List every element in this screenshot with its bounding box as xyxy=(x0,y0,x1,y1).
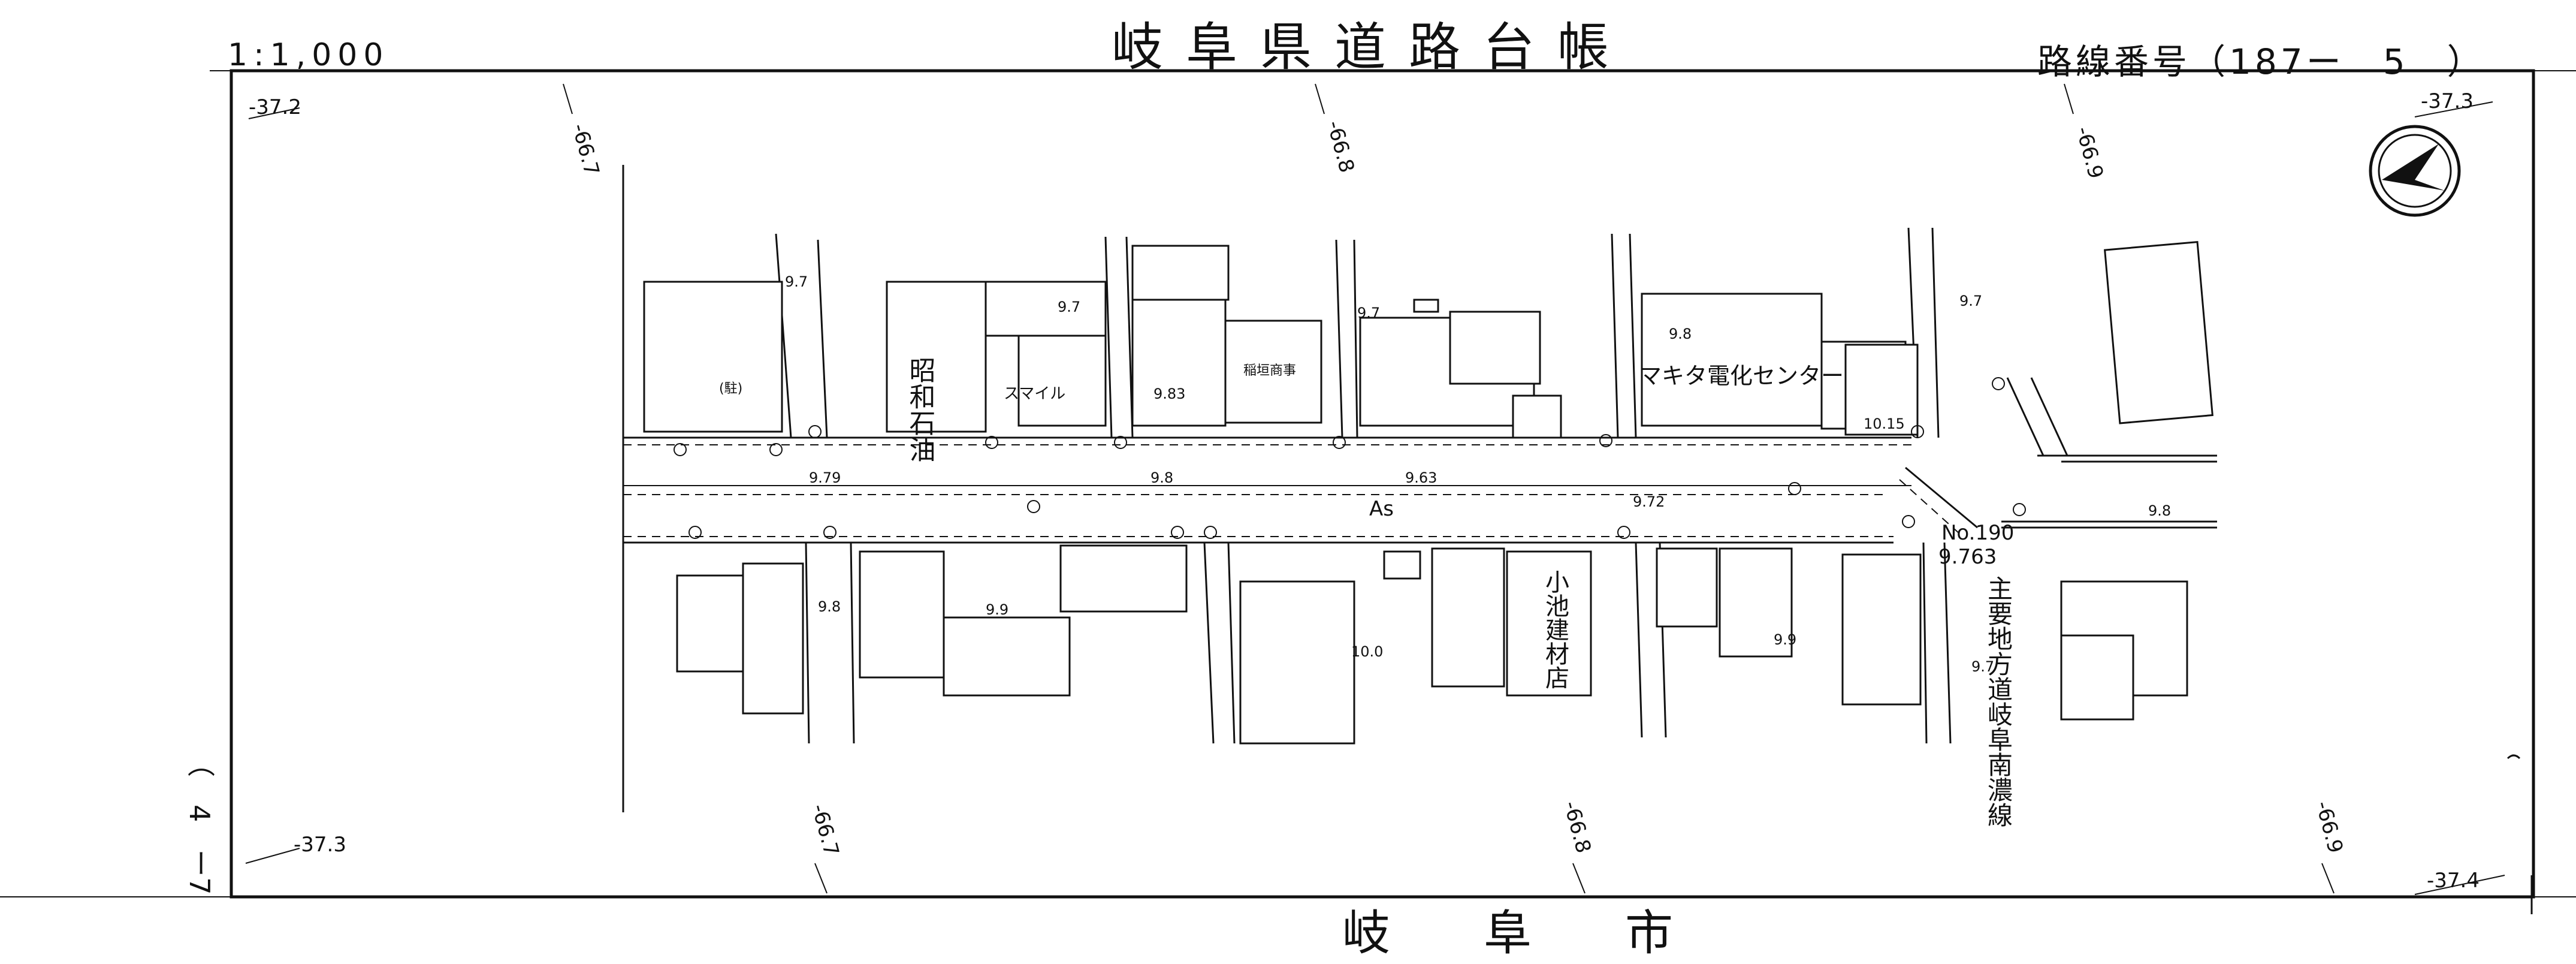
elev-7: 9.79 xyxy=(809,469,841,486)
elev-6: 9.7 xyxy=(1959,293,1982,309)
grid-label-tl: -37.2 xyxy=(249,95,301,119)
elev-12: 9.8 xyxy=(818,598,841,615)
elev-0: 9.7 xyxy=(785,273,808,290)
building-showa: 昭和石油 xyxy=(905,357,935,462)
sheet-index-partial: （ 4 ー7 xyxy=(183,749,216,895)
grid-label-bot-669: -66.9 xyxy=(2311,799,2347,855)
grid-label-bot-668: -66.8 xyxy=(1559,799,1595,855)
building-inagaki: 稲垣商事 xyxy=(1243,363,1296,378)
building-koike: 小池建材店 xyxy=(1541,570,1569,689)
elev-10: 9.72 xyxy=(1633,493,1665,510)
grid-label-top-669: -66.9 xyxy=(2071,124,2107,181)
elev-15: 9.9 xyxy=(1774,631,1796,648)
elev-8: 9.8 xyxy=(1150,469,1173,486)
route-number: 路線番号（187ー 5 ） xyxy=(2037,41,2486,82)
elev-2: 9.83 xyxy=(1153,385,1185,402)
main-road xyxy=(623,436,1978,544)
building-smile: スマイル xyxy=(1004,385,1065,403)
elev-3: 9.7 xyxy=(1357,305,1380,321)
elev-14: 10.0 xyxy=(1351,643,1383,660)
elev-11: 9.8 xyxy=(2148,502,2171,519)
elev-13: 9.9 xyxy=(986,601,1008,618)
road-surface-label: As xyxy=(1369,497,1394,521)
grid-label-br: -37.4 xyxy=(2427,869,2480,893)
road-ledger-map: -37.2 -37.3 -37.3 -37.4 -66.7 -66.8 -66.… xyxy=(0,69,2576,914)
north-arrow-icon xyxy=(2369,125,2461,217)
grid-label-bot-667: -66.7 xyxy=(807,802,843,858)
elev-1: 9.7 xyxy=(1058,299,1080,315)
buildings-south xyxy=(676,544,2188,745)
map-scale: 1:1,000 xyxy=(228,37,389,73)
grid-label-bl: -37.3 xyxy=(294,833,346,857)
elev-4: 9.8 xyxy=(1669,326,1692,342)
map-frame xyxy=(229,69,2535,899)
elev-5: 10.15 xyxy=(1864,415,1905,432)
road-node-elevation: 9.763 xyxy=(1938,545,1997,569)
grid-label-top-667: -66.7 xyxy=(567,121,603,178)
elev-16: 9.7 xyxy=(1971,658,1994,675)
buildings-north xyxy=(643,240,2213,439)
grid-label-top-668: -66.8 xyxy=(1322,118,1358,175)
road-node-number: No.190 xyxy=(1941,521,2014,545)
map-title: 岐阜県道路台帳 xyxy=(1112,17,1632,77)
road-route-name: 主要地方道岐阜南濃線 xyxy=(1984,576,2013,827)
building-parking: (駐) xyxy=(719,381,742,396)
building-makita: マキタ電化センター xyxy=(1639,363,1844,389)
elev-9: 9.63 xyxy=(1405,469,1437,486)
grid-label-tr: -37.3 xyxy=(2421,89,2474,113)
